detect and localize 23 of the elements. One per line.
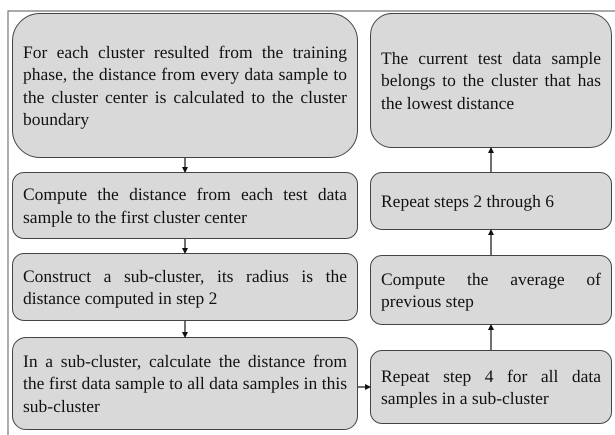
process-box [12,337,358,430]
process-box [370,255,612,325]
step-text: Repeat steps 2 through 6 [381,190,556,212]
arrow [182,239,188,254]
step-text: In a sub-cluster, calculate the distance from the first data sample to all data samples in this sub-cluster [23,350,347,417]
step-text: Repeat step 4 for all data samples in a sub-cluster [381,364,601,410]
arrow [182,158,188,173]
arrow [488,147,494,172]
process-box [12,253,358,321]
step-text: For each cluster resulted from the training phase, the distance from every data sample to the cluster center is calculated to the cluster boundary [23,41,347,130]
arrow [182,321,188,338]
process-box [370,172,612,230]
process-box [370,350,612,424]
step-text: Construct a sub-cluster, its radius is the distance computed in step 2 [23,264,347,310]
step-text: The current test data sample belongs to the cluster that has the lowest distance [381,47,601,114]
arrow [488,229,494,255]
arrow [358,384,371,390]
arrow [488,324,494,350]
step-text: Compute the average of previous step [381,268,601,312]
process-box [370,13,612,148]
process-box [12,172,358,239]
step-text: Compute the distance from each test data sample to the first cluster center [23,183,347,228]
process-box [12,13,358,158]
